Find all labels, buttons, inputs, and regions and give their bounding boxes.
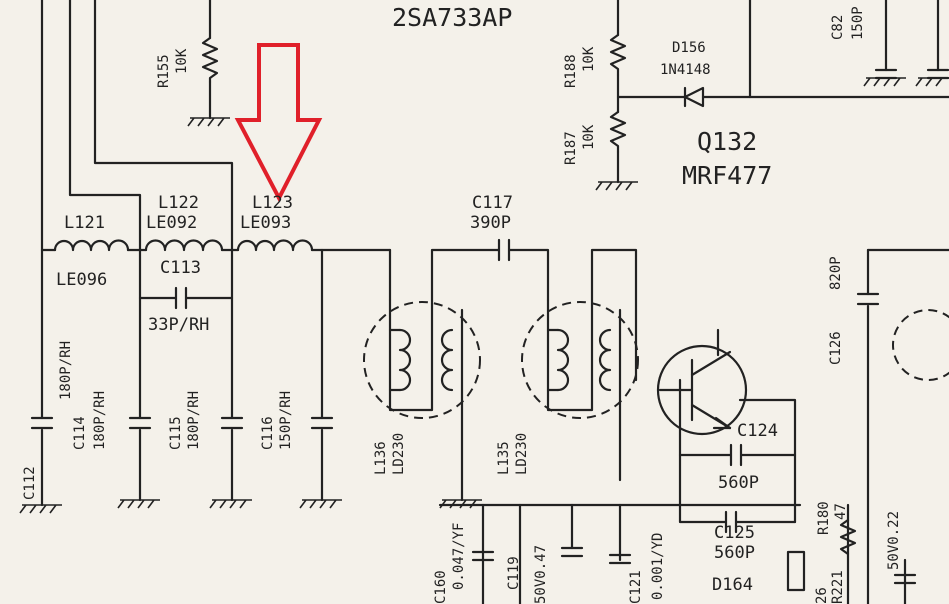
l136-ref: L136 — [373, 441, 389, 475]
d164-body — [786, 550, 806, 592]
c-bottom-right-value: 50V0.22 — [886, 511, 902, 570]
c115-value: 180P/RH — [186, 391, 202, 450]
labels: 2SA733AP Q132 MRF477 D156 1N4148 R155 10… — [22, 3, 902, 604]
l122-ref: L122 — [158, 193, 199, 213]
c114-ref: C114 — [72, 416, 88, 450]
d164-label: D164 — [712, 575, 753, 595]
c160-ref: C160 — [433, 570, 449, 604]
r188-ref: R188 — [563, 54, 579, 88]
l135-part: LD230 — [514, 433, 530, 475]
c125-ref: C125 — [714, 523, 755, 543]
c112-value: 180P/RH — [58, 341, 74, 400]
c124-value: 560P — [718, 473, 759, 493]
c126-value: 820P — [828, 256, 844, 290]
c119-value: 50V0.47 — [533, 545, 549, 604]
c114-value: 180P/RH — [92, 391, 108, 450]
ground-symbols — [19, 77, 949, 514]
l123-part: LE093 — [240, 213, 291, 233]
wiring — [40, 0, 949, 604]
l123-coil — [236, 239, 314, 252]
c82-ref: C82 — [830, 15, 846, 40]
r155-value: 10K — [174, 48, 190, 74]
r180-ref: R180 — [816, 501, 832, 535]
d156-ref: D156 — [672, 40, 706, 56]
transistor-q132 — [656, 344, 748, 436]
l121-coil — [53, 239, 130, 252]
c119-ref: C119 — [506, 556, 522, 590]
capacitor-symbols — [30, 68, 949, 585]
l122-coil — [144, 239, 224, 252]
c121-value: 0.001/YD — [650, 533, 666, 600]
d156-part: 1N4148 — [660, 62, 711, 78]
c117-ref: C117 — [472, 193, 513, 213]
top-transistor-part: 2SA733AP — [392, 3, 512, 32]
c112-ref: C112 — [22, 466, 38, 500]
c125-value: 560P — [714, 543, 755, 563]
l135-ref: L135 — [496, 441, 512, 475]
c82-value: 150P — [850, 6, 866, 40]
c117-value: 390P — [470, 213, 511, 233]
r221-partial: R221 — [830, 570, 846, 604]
l123-ref: L123 — [252, 193, 293, 213]
c113-ref: C113 — [160, 258, 201, 278]
l122-part: LE092 — [146, 213, 197, 233]
r180-value: 47 — [833, 503, 849, 520]
red-arrow-annotation — [234, 43, 323, 203]
c26-partial: 26 — [814, 587, 830, 604]
c121-ref: C121 — [628, 570, 644, 604]
r155-ref: R155 — [156, 54, 172, 88]
c116-value: 150P/RH — [278, 391, 294, 450]
l121-ref: L121 — [64, 213, 105, 233]
r187-value: 10K — [581, 124, 597, 150]
c113-value: 33P/RH — [148, 315, 209, 335]
l121-part: LE096 — [56, 270, 107, 290]
diode-d156 — [683, 86, 705, 108]
c124-ref: C124 — [737, 421, 778, 441]
l136-part: LD230 — [391, 433, 407, 475]
c126-ref: C126 — [828, 331, 844, 365]
c160-value: 0.047/YF — [451, 523, 467, 590]
r188-value: 10K — [581, 46, 597, 72]
q132-part: MRF477 — [682, 161, 772, 190]
c115-ref: C115 — [168, 416, 184, 450]
r187-ref: R187 — [563, 131, 579, 165]
c116-ref: C116 — [260, 416, 276, 450]
resistor-symbols — [201, 33, 857, 556]
inductor-coils — [53, 239, 949, 419]
q132-ref: Q132 — [697, 127, 757, 156]
